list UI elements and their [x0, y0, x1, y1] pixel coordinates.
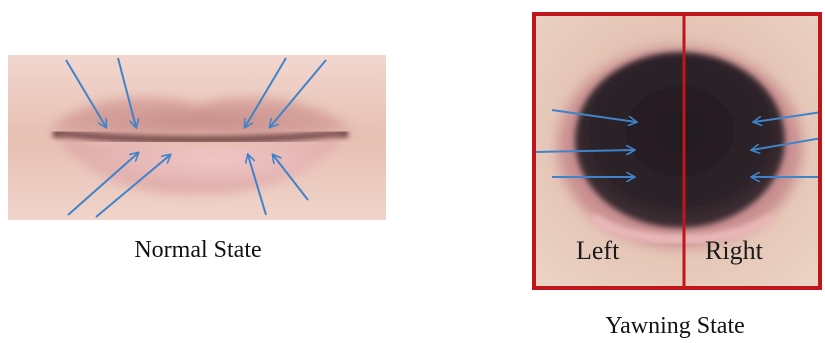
- yawning-state-caption: Yawning State: [585, 313, 765, 340]
- right-half-label: Right: [705, 236, 763, 266]
- normal-mouth-photo: [8, 55, 386, 220]
- normal-state-image: [8, 55, 386, 220]
- left-half-label: Left: [576, 236, 619, 266]
- mouth-cavity: [575, 52, 785, 228]
- normal-state-caption: Normal State: [108, 237, 288, 264]
